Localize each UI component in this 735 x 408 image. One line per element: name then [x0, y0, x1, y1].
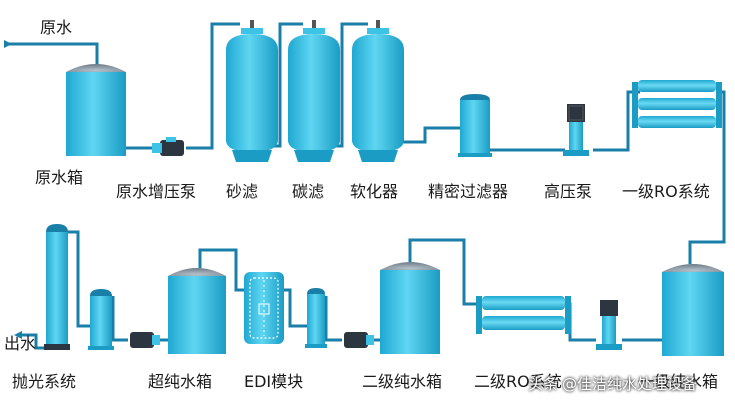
- primary-ro-label: 一级RO系统: [622, 182, 710, 201]
- carbon-filter-label: 碳滤: [292, 182, 325, 201]
- softener-shape: [352, 20, 404, 162]
- polishing-system-label: 抛光系统: [12, 372, 77, 391]
- softener-label: 软化器: [350, 182, 399, 201]
- secondary-pure-tank-label: 二级纯水箱: [362, 372, 443, 391]
- polishing-filter-shape: [88, 289, 114, 350]
- sand-filter-label: 砂滤: [226, 182, 259, 201]
- outlet-arrow: [14, 331, 22, 339]
- precision-filter-shape: [458, 94, 492, 157]
- secondary-pure-tank-shape: [380, 262, 440, 354]
- booster-pump-shape: [152, 137, 184, 156]
- primary-ro-shape: [632, 80, 722, 128]
- secondary-ro-shape: [476, 296, 571, 334]
- edi-module-shape: [244, 272, 284, 344]
- polishing-column-shape: [44, 224, 70, 350]
- high-pressure-pump-2-shape: [596, 300, 622, 350]
- inlet-arrow: [4, 40, 12, 48]
- ultrapure-pump-shape: [130, 332, 160, 348]
- sand-filter-shape: [226, 20, 278, 162]
- primary-pure-tank-label: 一级纯水箱: [638, 372, 719, 391]
- primary-pure-tank-shape: [662, 264, 724, 356]
- watermark-platform: 头条: [528, 375, 559, 393]
- edi-module-label: EDI模块: [244, 372, 304, 391]
- watermark-account: @佳洁纯水处理设备: [562, 375, 698, 393]
- edi-prefilter-shape: [305, 288, 327, 348]
- secondary-ro-label: 二级RO系统: [474, 372, 562, 391]
- booster-pump-label: 原水增压泵: [116, 182, 197, 201]
- water-out-label: 出水: [4, 334, 37, 353]
- precision-filter-label: 精密过滤器: [428, 182, 509, 201]
- raw-water-tank-shape: [66, 64, 126, 156]
- pipe-network-bottom: [20, 230, 662, 350]
- secondary-pump-shape: [344, 332, 374, 348]
- carbon-filter-shape: [288, 20, 340, 162]
- ultrapure-tank-label: 超纯水箱: [148, 372, 213, 391]
- raw-water-tank-label: 原水箱: [35, 168, 84, 187]
- high-pressure-pump-label: 高压泵: [544, 182, 593, 201]
- raw-water-in-label: 原水: [40, 18, 73, 37]
- high-pressure-pump-shape: [563, 104, 589, 156]
- ultrapure-tank-shape: [168, 268, 226, 354]
